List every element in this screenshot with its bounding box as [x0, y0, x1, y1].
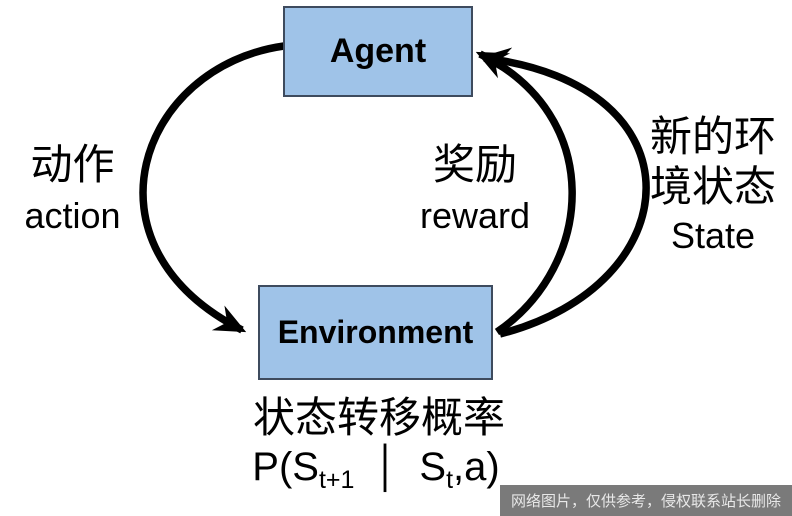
- environment-box-label: Environment: [277, 314, 474, 350]
- formula-close: ,a): [453, 445, 500, 489]
- reward-label: 奖励 reward: [405, 138, 545, 240]
- formula-s-mid: S: [419, 445, 447, 489]
- state-label-zh-line2: 境状态: [649, 163, 776, 210]
- formula-subscript-t: t: [446, 466, 454, 494]
- environment-box: Environment: [258, 285, 493, 380]
- state-label-en: State: [670, 215, 756, 256]
- state-label: 新的环 境状态 State: [638, 112, 788, 260]
- transition-probability-formula: P(St+1 │ St,a): [226, 442, 526, 494]
- action-label-zh: 动作: [30, 141, 115, 188]
- formula-p-open: P(S: [252, 445, 319, 489]
- reward-label-en: reward: [419, 195, 531, 236]
- state-label-zh-line1: 新的环: [649, 113, 776, 160]
- formula-subscript-t-plus-1: t+1: [318, 466, 355, 494]
- watermark-text: 网络图片，仅供参考，侵权联系站长删除: [510, 493, 781, 510]
- reward-arrow: [475, 50, 576, 336]
- action-arrow: [139, 42, 285, 334]
- state-arrow: [479, 47, 650, 338]
- watermark-banner: 网络图片，仅供参考，侵权联系站长删除: [500, 485, 792, 516]
- transition-probability-label: 状态转移概率: [252, 394, 505, 441]
- formula-conditional-bar: │: [374, 445, 400, 489]
- action-label-en: action: [24, 195, 121, 236]
- agent-box-label: Agent: [329, 32, 427, 70]
- action-label: 动作 action: [5, 138, 140, 240]
- agent-box: Agent: [283, 6, 473, 97]
- reward-label-zh: 奖励: [432, 141, 517, 188]
